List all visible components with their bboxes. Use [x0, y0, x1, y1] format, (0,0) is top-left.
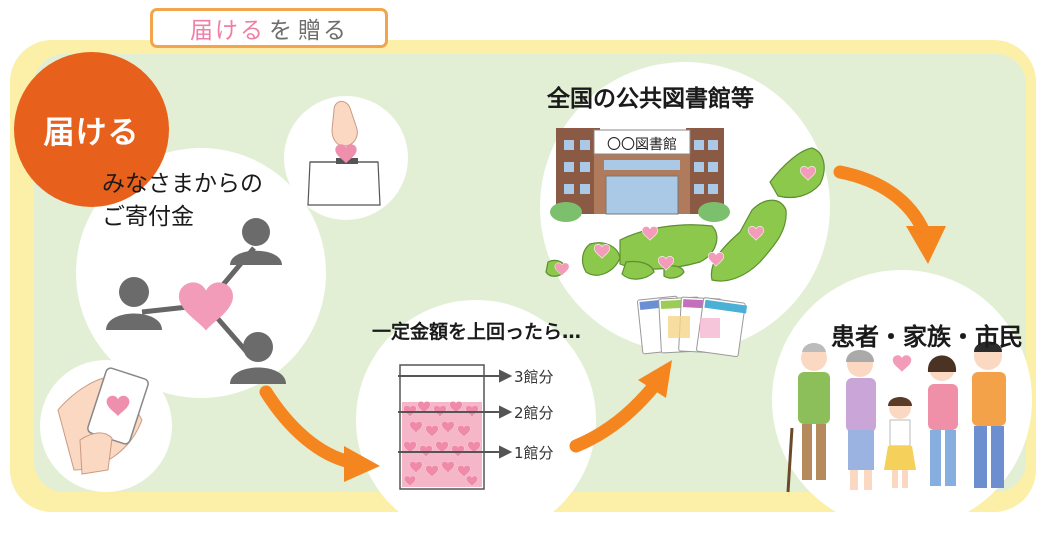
tab-word-particle: を: [269, 18, 294, 44]
donors-network-icon: [106, 218, 286, 384]
libraries-title: 全国の公共図書館等: [547, 86, 754, 112]
tier-1: 1館分: [514, 444, 554, 462]
japan-map-icon: [545, 147, 825, 282]
family-illustration: [786, 341, 1006, 493]
tab-word-deliver: 届ける: [190, 18, 265, 44]
tier-3: 3館分: [514, 368, 554, 386]
books-icon: [636, 295, 748, 358]
tab-word-gift: 贈る: [298, 18, 348, 44]
deliver-badge: 届ける: [14, 52, 169, 207]
recipients-title: 患者・家族・市民: [831, 323, 1023, 351]
donors-line-1: みなさまからの: [102, 171, 263, 197]
library-building-icon: [550, 128, 730, 222]
threshold-label: 一定金額を上回ったら…: [372, 321, 582, 343]
arrow-heads: [344, 226, 946, 482]
library-sign: 〇〇図書館: [607, 137, 677, 153]
header-tab: 届けるを贈る: [150, 8, 388, 48]
smartphone-hand-icon: [57, 367, 149, 475]
heart-jar-icon: [398, 364, 513, 490]
tier-2: 2館分: [514, 404, 554, 422]
flow-arrows: [259, 165, 931, 469]
donation-box-icon: [307, 101, 381, 206]
donors-line-2: ご寄付金: [102, 204, 194, 230]
donors-label: みなさまからの ご寄付金: [102, 168, 263, 234]
diagram-illustration: [57, 101, 1006, 493]
